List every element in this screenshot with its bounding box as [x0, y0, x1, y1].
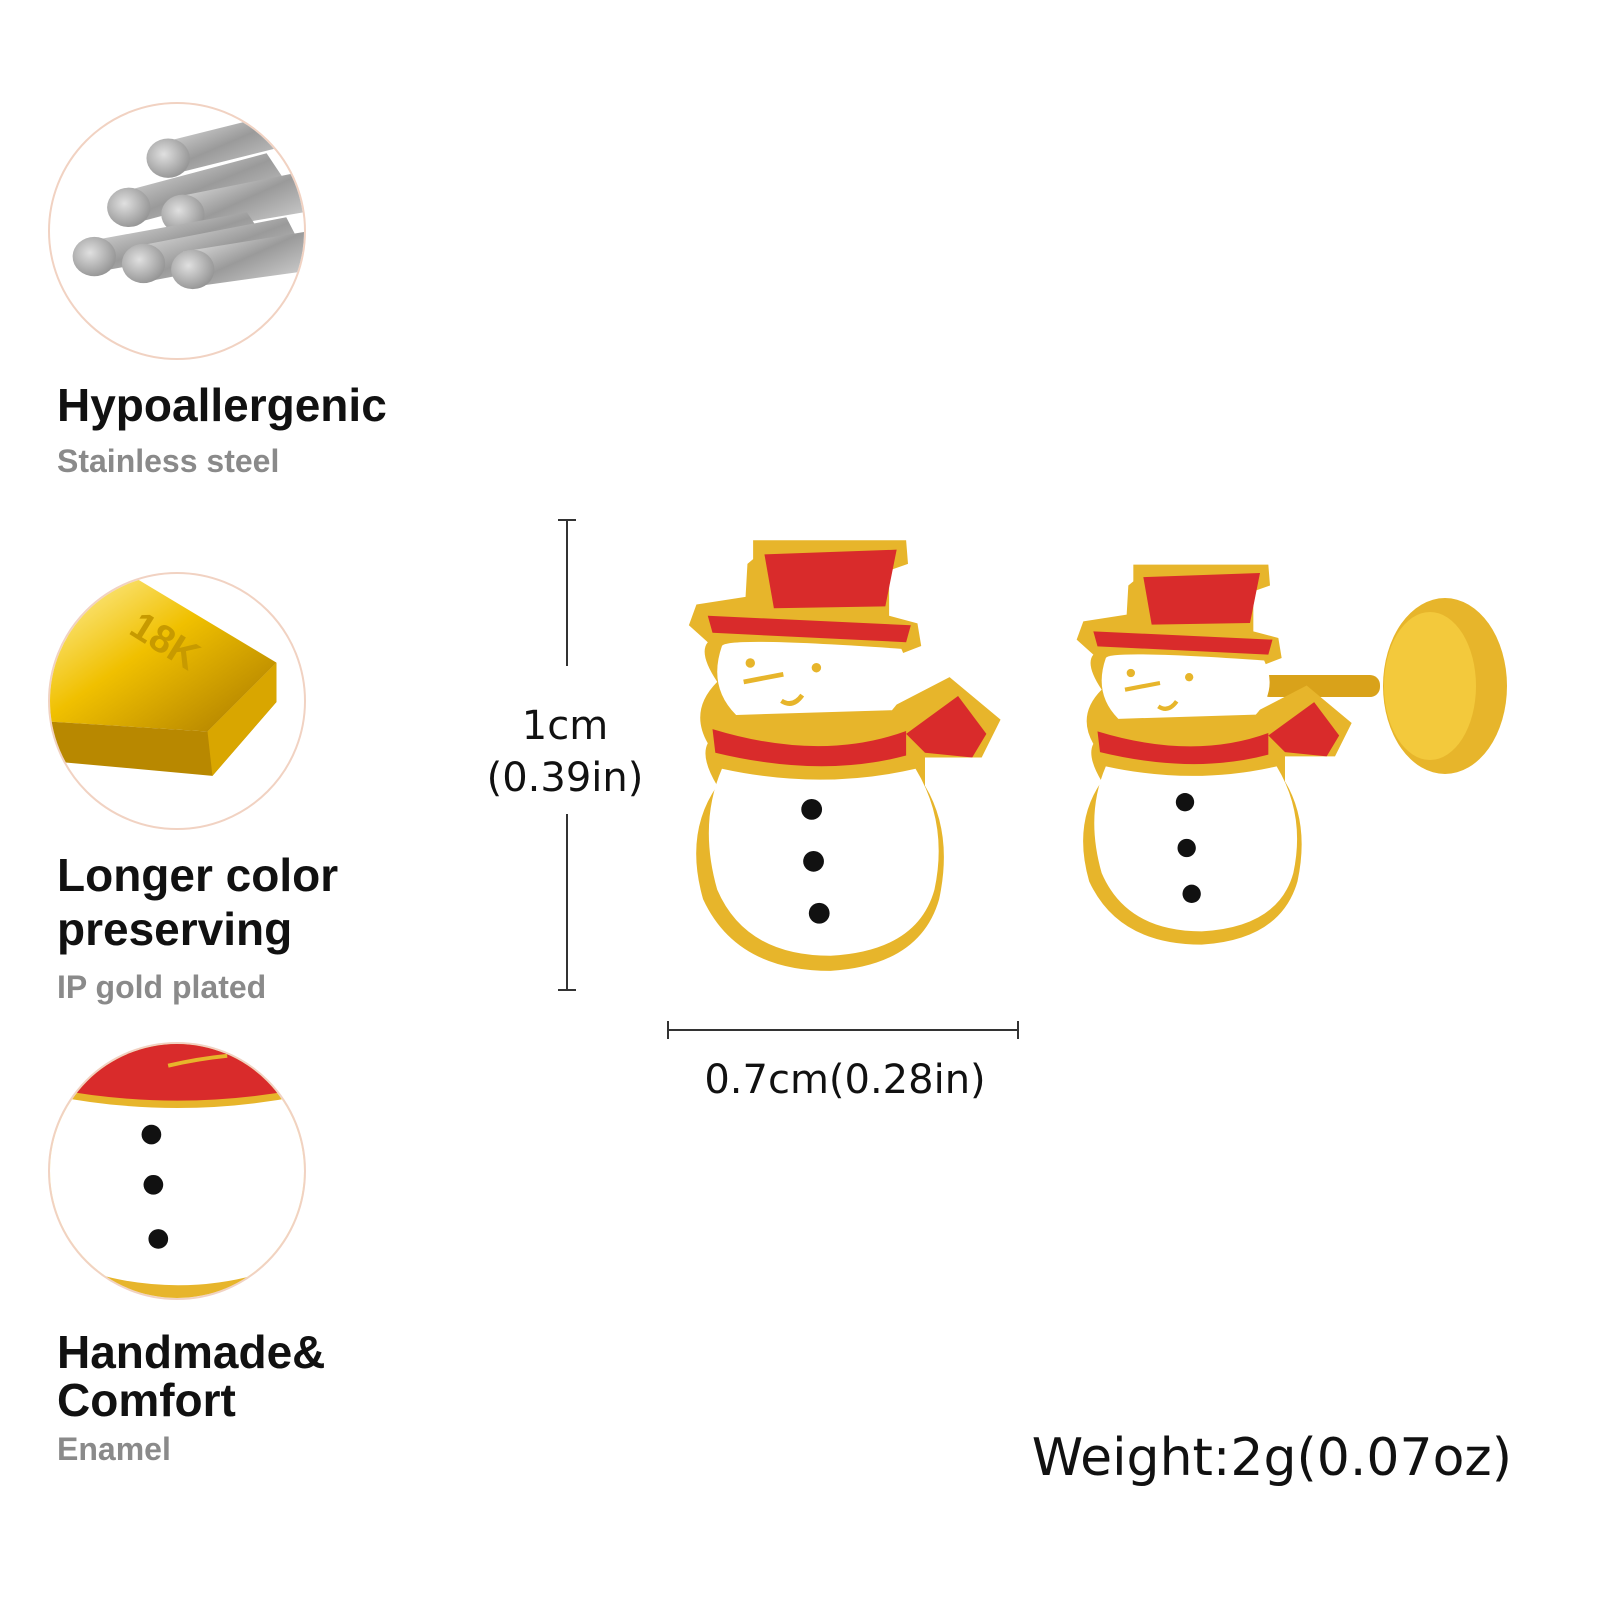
weight-label: Weight:2g(0.07oz)	[1031, 1428, 1512, 1488]
height-label-cm: 1cm	[521, 703, 609, 749]
width-dimension-line	[667, 1021, 1019, 1039]
snowman-earrings-image	[640, 500, 1540, 1020]
height-label-in: (0.39in)	[486, 755, 644, 801]
width-label: 0.7cm(0.28in)	[704, 1057, 986, 1103]
feature-title-color-preserving: Longer color preserving	[57, 849, 339, 955]
height-dimension-line	[558, 519, 576, 991]
steel-rods-icon	[48, 102, 306, 360]
feature-title-handmade: Handmade& Comfort	[57, 1326, 326, 1426]
feature-subtitle-gold-plated: IP gold plated	[57, 969, 267, 1005]
gold-bar-icon: 18K	[48, 572, 306, 830]
feature-subtitle-steel: Stainless steel	[57, 443, 280, 479]
feature-title-hypoallergenic: Hypoallergenic	[57, 379, 387, 431]
feature-subtitle-enamel: Enamel	[57, 1431, 171, 1467]
enamel-closeup-icon	[48, 1042, 306, 1300]
